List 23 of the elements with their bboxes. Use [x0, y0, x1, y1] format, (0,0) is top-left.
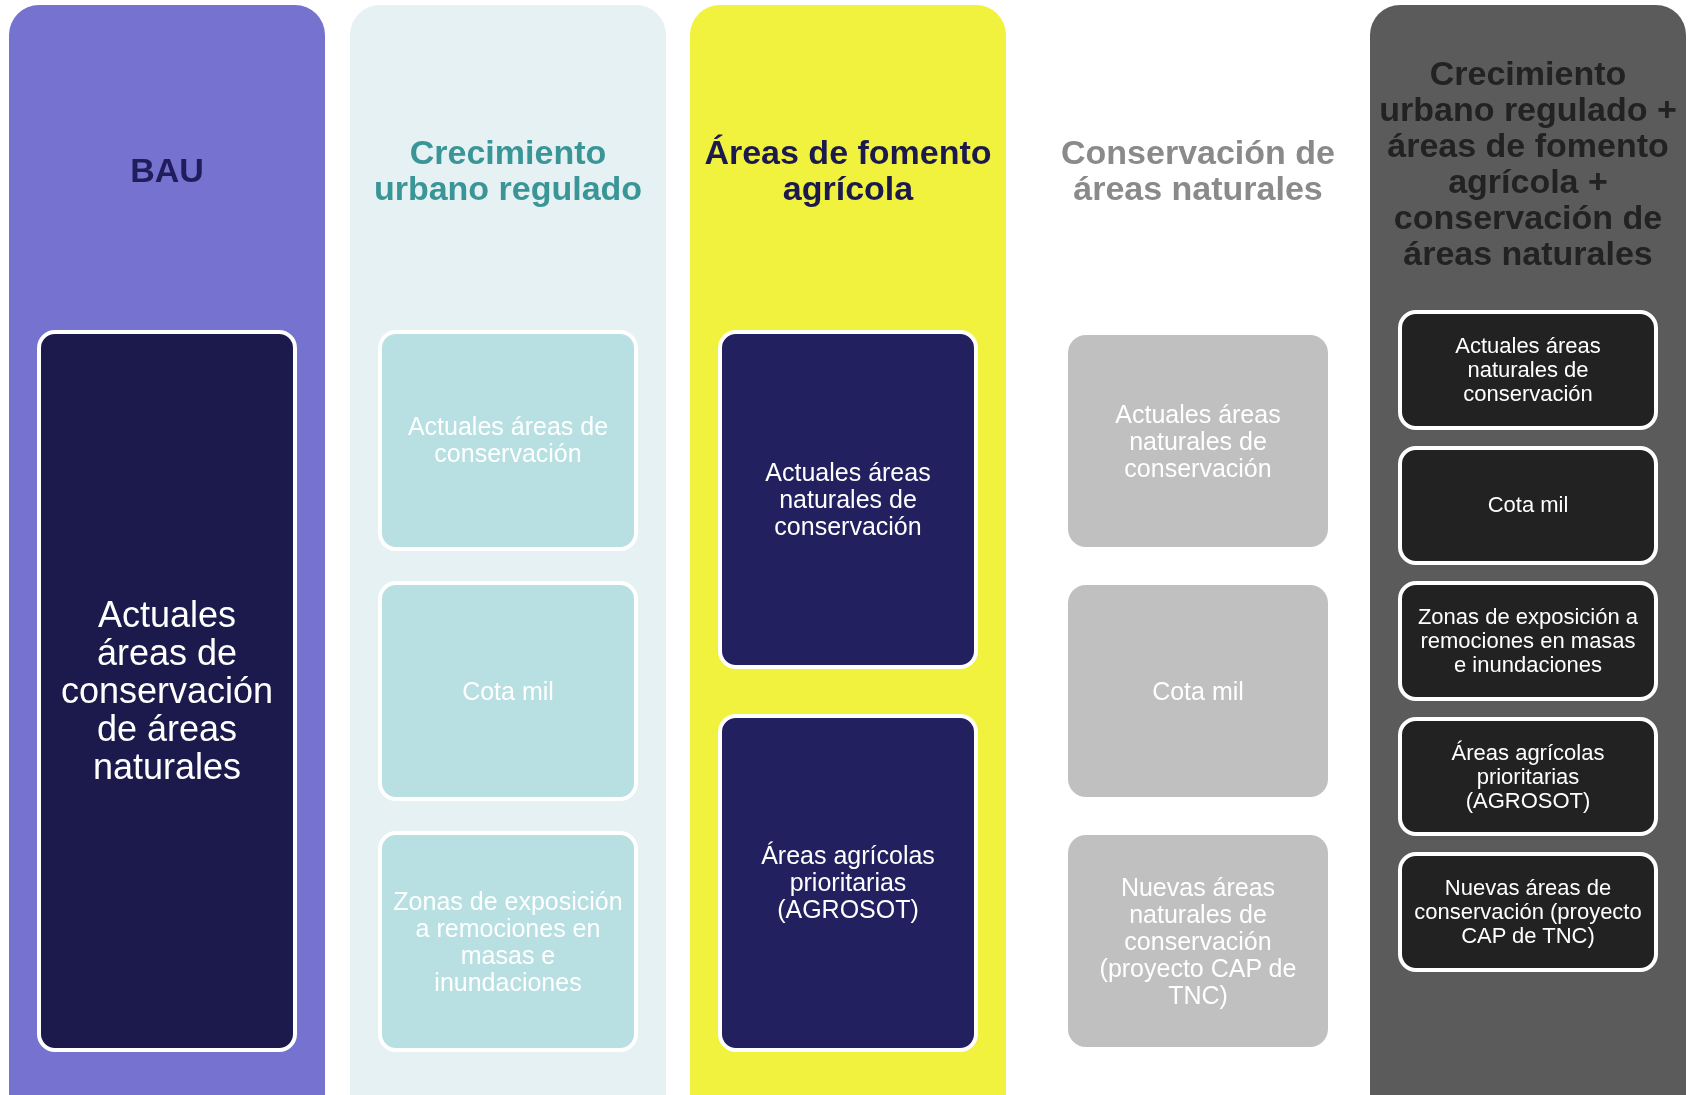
category-box: Actuales áreas de conservación de áreas naturales: [37, 330, 297, 1052]
column-heading: Crecimiento urbano regulado + áreas de fomento agrícola + conservación de áreas naturales: [1378, 53, 1678, 274]
column-panel: [690, 5, 1006, 1095]
category-box: Actuales áreas naturales de conservación: [718, 330, 978, 669]
category-box: Actuales áreas de conservación: [378, 330, 638, 551]
category-box: Zonas de exposición a remociones en masas e inundaciones: [378, 831, 638, 1052]
column-panel: [1370, 5, 1686, 1095]
category-box: Áreas agrícolas prioritarias (AGROSOT): [1398, 716, 1658, 837]
column-panel: [9, 5, 325, 1095]
category-box: Cota mil: [378, 580, 638, 802]
column-heading: Crecimiento urbano regulado: [372, 132, 644, 209]
column-heading: BAU: [129, 150, 205, 191]
category-box: Cota mil: [1398, 445, 1658, 566]
column-heading: Conservación de áreas naturales: [1060, 132, 1336, 209]
category-box: Cota mil: [1068, 585, 1328, 797]
category-box: Actuales áreas naturales de conservación: [1398, 310, 1658, 430]
category-box: Actuales áreas naturales de conservación: [1068, 335, 1328, 547]
category-box: Zonas de exposición a remociones en masas e inundaciones: [1398, 581, 1658, 701]
column-panel: [350, 5, 666, 1095]
category-box: Nuevas áreas de conservación (proyecto CAP de TNC): [1398, 852, 1658, 972]
category-box: Nuevas áreas naturales de conservación (proyecto CAP de TNC): [1068, 835, 1328, 1047]
category-box: Áreas agrícolas prioritarias (AGROSOT): [718, 713, 978, 1052]
column-heading: Áreas de fomento agrícola: [703, 132, 993, 209]
